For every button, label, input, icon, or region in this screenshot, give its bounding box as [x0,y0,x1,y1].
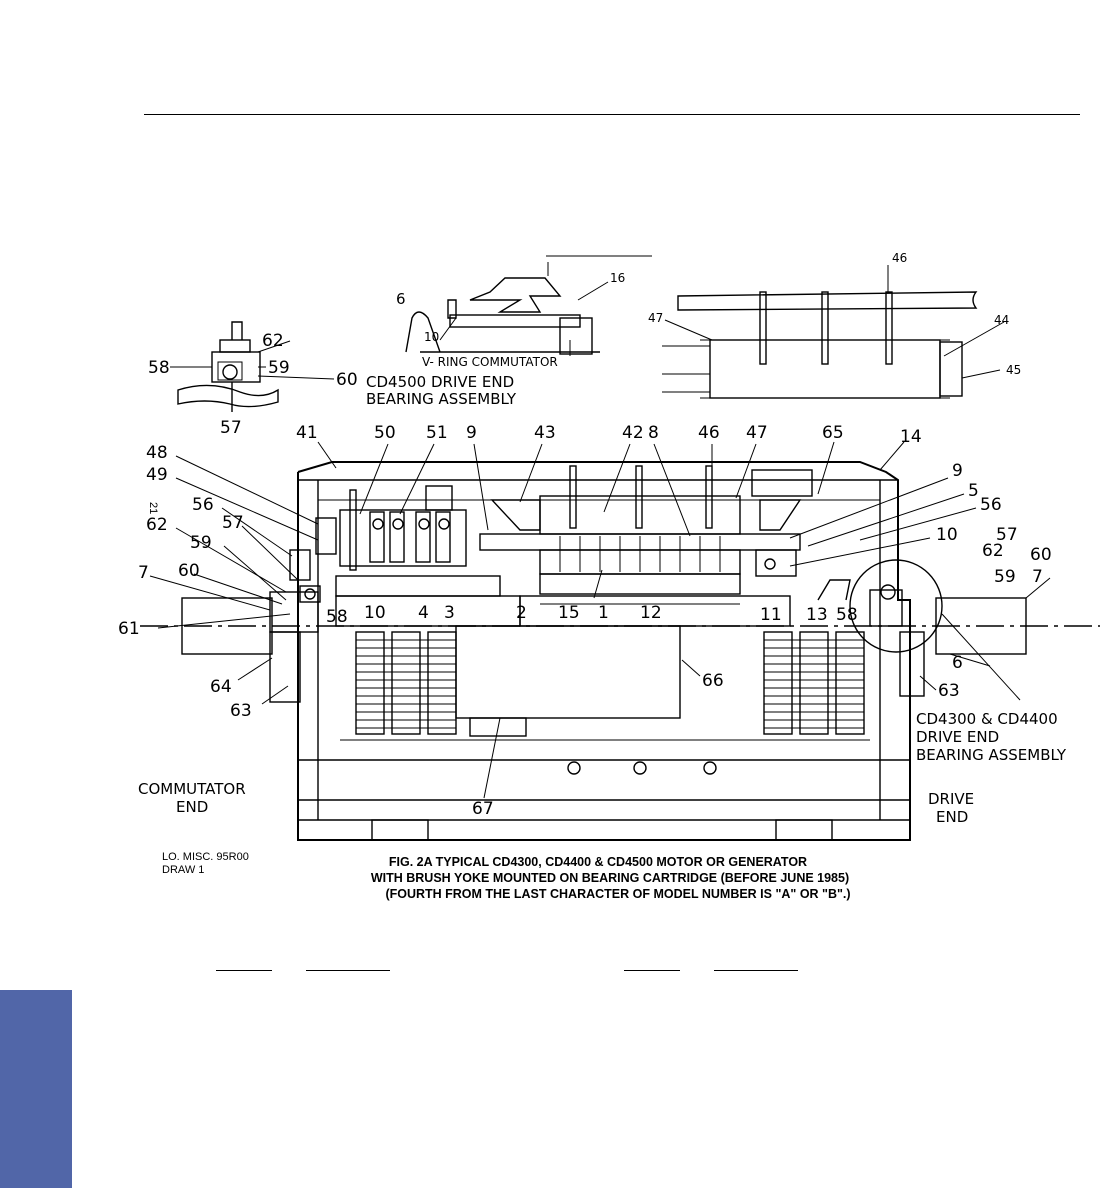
callout-60: 60 [336,370,358,390]
callout-1: 1 [598,603,609,623]
callout-51: 51 [426,423,448,443]
v-ring-label: V- RING COMMUTATOR [422,355,558,369]
callout-67: 67 [472,799,494,819]
callout-57: 57 [220,418,242,438]
callout-58: 58 [148,358,170,378]
callout-10-right: 10 [936,525,958,545]
callout-50: 50 [374,423,396,443]
callout-7-right: 7 [1032,567,1043,587]
commutator-end-label-2: END [176,798,208,816]
callout-16: 16 [610,271,625,285]
callout-10-left: 10 [364,603,386,623]
blank-line-2 [306,970,390,971]
callout-11: 11 [760,605,782,625]
callout-63-left: 63 [230,701,252,721]
cd4300-title-3: BEARING ASSEMBLY [916,746,1067,764]
callout-44: 44 [994,313,1009,327]
callout-7-left: 7 [138,563,149,583]
blank-line-3 [624,970,680,971]
callout-60-left: 60 [178,561,200,581]
callout-57-right: 57 [996,525,1018,545]
callout-41: 41 [296,423,318,443]
callout-42: 42 [622,423,644,443]
callout-49: 49 [146,465,168,485]
page-header-rule [144,114,1080,115]
callout-3: 3 [444,603,455,623]
page-number: 21 [147,502,159,514]
callout-47-inset: 47 [648,311,663,325]
callout-46-main: 46 [698,423,720,443]
side-tab [0,990,72,1188]
cd4300-title-1: CD4300 & CD4400 [916,710,1058,728]
callout-58-left: 58 [326,607,348,627]
callout-60-right: 60 [1030,545,1052,565]
commutator-end-label-1: COMMUTATOR [138,780,246,798]
callout-58-right: 58 [836,605,858,625]
callout-9-left: 9 [466,423,477,443]
inset-pole-detail [662,265,1005,399]
callout-61: 61 [118,619,140,639]
figure-caption-3: (FOURTH FROM THE LAST CHARACTER OF MODEL… [385,887,850,901]
callout-47-main: 47 [746,423,768,443]
inspection-cover [455,625,681,719]
figure-caption-2: WITH BRUSH YOKE MOUNTED ON BEARING CARTR… [371,871,849,885]
callout-5: 5 [968,481,979,501]
inset-v-ring-commutator [405,255,652,356]
callout-56-right: 56 [980,495,1002,515]
figure-caption-1: FIG. 2A TYPICAL CD4300, CD4400 & CD4500 … [389,855,807,869]
vent-louver-left [355,631,457,735]
callout-12: 12 [640,603,662,623]
cd4300-title-2: DRIVE END [916,728,999,746]
callout-64: 64 [210,677,232,697]
drive-end-label-1: DRIVE [928,790,974,808]
blank-line-1 [216,970,272,971]
leader-lines [149,441,1051,799]
callout-57-left: 57 [222,513,244,533]
ref-code-line2: DRAW 1 [162,864,204,876]
callout-2: 2 [516,603,527,623]
cd4500-title-2: BEARING ASSEMBLY [366,390,517,408]
callout-62-right: 62 [982,541,1004,561]
callout-46-inset: 46 [892,251,907,265]
callout-59: 59 [268,358,290,378]
drive-end-label-2: END [936,808,968,826]
callout-9-right: 9 [952,461,963,481]
vent-louver-right [763,631,865,735]
callout-59-left: 59 [190,533,212,553]
callout-59-right: 59 [994,567,1016,587]
callout-48: 48 [146,443,168,463]
callout-10: 10 [424,330,439,344]
callout-14: 14 [900,427,922,447]
callout-13: 13 [806,605,828,625]
callout-63-right: 63 [938,681,960,701]
callout-56-left: 56 [192,495,214,515]
main-motor-section [140,461,1100,841]
callout-6: 6 [396,290,406,308]
callout-62: 62 [262,331,284,351]
callout-66: 66 [702,671,724,691]
inset-bearing-detail [170,321,335,412]
cd4500-title-1: CD4500 DRIVE END [366,373,514,391]
ref-code-line1: LO. MISC. 95R00 [162,851,249,863]
callout-15: 15 [558,603,580,623]
callout-8: 8 [648,423,659,443]
callout-4: 4 [418,603,429,623]
callout-6-right: 6 [952,653,963,673]
callout-65: 65 [822,423,844,443]
callout-43: 43 [534,423,556,443]
callout-62-left: 62 [146,515,168,535]
callout-45: 45 [1006,363,1021,377]
blank-line-4 [714,970,798,971]
